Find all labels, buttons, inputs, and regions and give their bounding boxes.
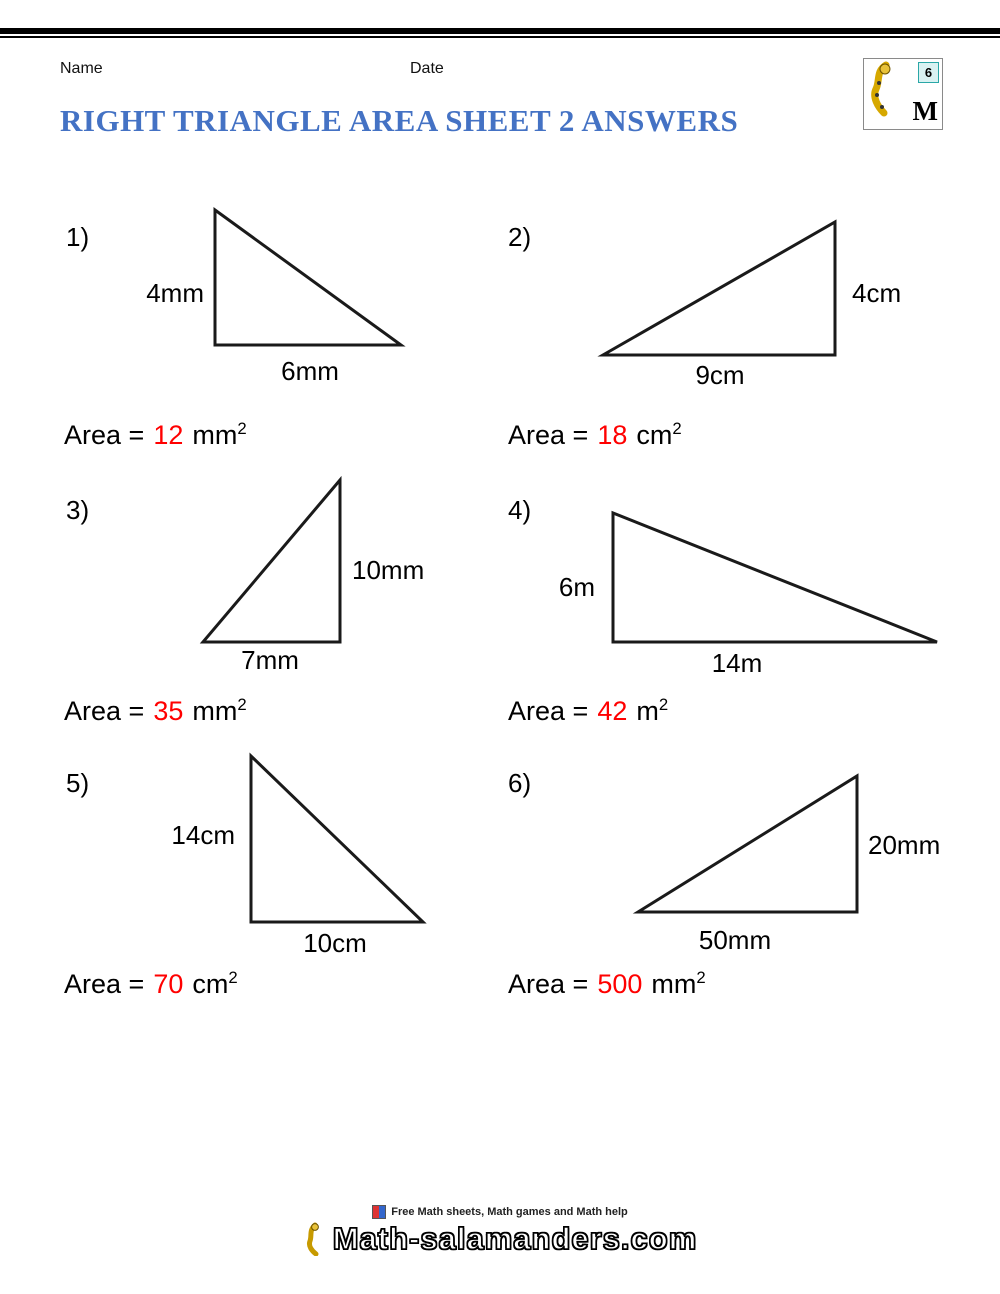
problem-4-number: 4) [508,495,532,525]
area-value: 12 [153,420,184,450]
area-value: 500 [597,969,643,999]
problem-5-area: Area = 70 cm2 [64,968,238,1000]
problem-3-number: 3) [66,495,90,525]
brand-logo: 6 M [863,58,943,130]
area-exponent: 2 [237,419,247,438]
problem-5-triangle [249,752,427,924]
problem-1-number: 1) [66,222,90,252]
area-unit: m2 [636,695,669,726]
footer: Free Math sheets, Math games and Math he… [0,1205,1000,1257]
problem-3-height-label: 10mm [352,555,425,585]
problem-6-height-label: 20mm [868,830,941,860]
problem-3-base-label: 7mm [241,645,299,675]
area-value: 42 [597,696,628,726]
area-exponent: 2 [237,695,247,714]
problem-3-area: Area = 35 mm2 [64,695,247,727]
problem-5-height-label: 14cm [171,820,235,850]
problem-6-area: Area = 500 mm2 [508,968,706,1000]
area-unit: cm2 [636,419,682,450]
problem-1-base-label: 6mm [281,356,339,386]
mini-logo-icon [372,1205,387,1219]
problem-6-base-label: 50mm [698,925,772,955]
area-value: 35 [153,696,184,726]
problem-1-area: Area = 12 mm2 [64,419,247,451]
problem-2-height-label: 4cm [852,278,902,308]
area-exponent: 2 [696,968,706,987]
area-label: Area = [508,696,589,726]
date-label: Date [410,60,444,77]
area-value: 70 [153,969,184,999]
problem-1-triangle [213,207,406,347]
area-unit: cm2 [192,968,238,999]
grade-badge: 6 [918,62,939,83]
area-exponent: 2 [658,695,669,714]
top-rule-thin [0,36,1000,38]
area-label: Area = [508,969,589,999]
salamander-icon [871,61,891,117]
problem-3-triangle [199,475,342,644]
top-rule-thick [0,28,1000,34]
area-label: Area = [64,420,145,450]
problem-2-triangle [597,219,837,357]
problem-5-number: 5) [66,768,90,798]
footer-salamander-icon [306,1222,319,1256]
area-unit: mm2 [192,419,247,450]
area-value: 18 [597,420,628,450]
footer-tagline: Free Math sheets, Math games and Math he… [372,1205,628,1219]
area-label: Area = [64,696,145,726]
problem-5-base-label: 10cm [303,928,367,958]
area-label: Area = [508,420,589,450]
area-label: Area = [64,969,145,999]
problem-4-triangle [611,510,938,644]
problem-6-triangle [632,773,859,914]
problem-4-height-label: 6m [558,572,595,602]
area-unit: mm2 [651,968,706,999]
problem-4-area: Area = 42 m2 [508,695,668,727]
name-label: Name [60,60,103,77]
footer-site-text: Math-salamanders.com [332,1220,698,1256]
problem-2-number: 2) [508,222,532,252]
logo-monogram: M [912,96,939,126]
problem-2-area: Area = 18 cm2 [508,419,682,451]
area-unit: mm2 [192,695,247,726]
footer-tagline-text: Free Math sheets, Math games and Math he… [391,1206,628,1218]
problem-1-height-label: 4mm [146,278,204,308]
problem-4-base-label: 14m [711,648,763,678]
problem-6-number: 6) [508,768,532,798]
footer-site: Math-salamanders.com [303,1220,698,1257]
area-exponent: 2 [672,419,682,438]
problem-2-base-label: 9cm [695,360,745,390]
page-title: RIGHT TRIANGLE AREA SHEET 2 ANSWERS [60,103,739,138]
area-exponent: 2 [228,968,238,987]
